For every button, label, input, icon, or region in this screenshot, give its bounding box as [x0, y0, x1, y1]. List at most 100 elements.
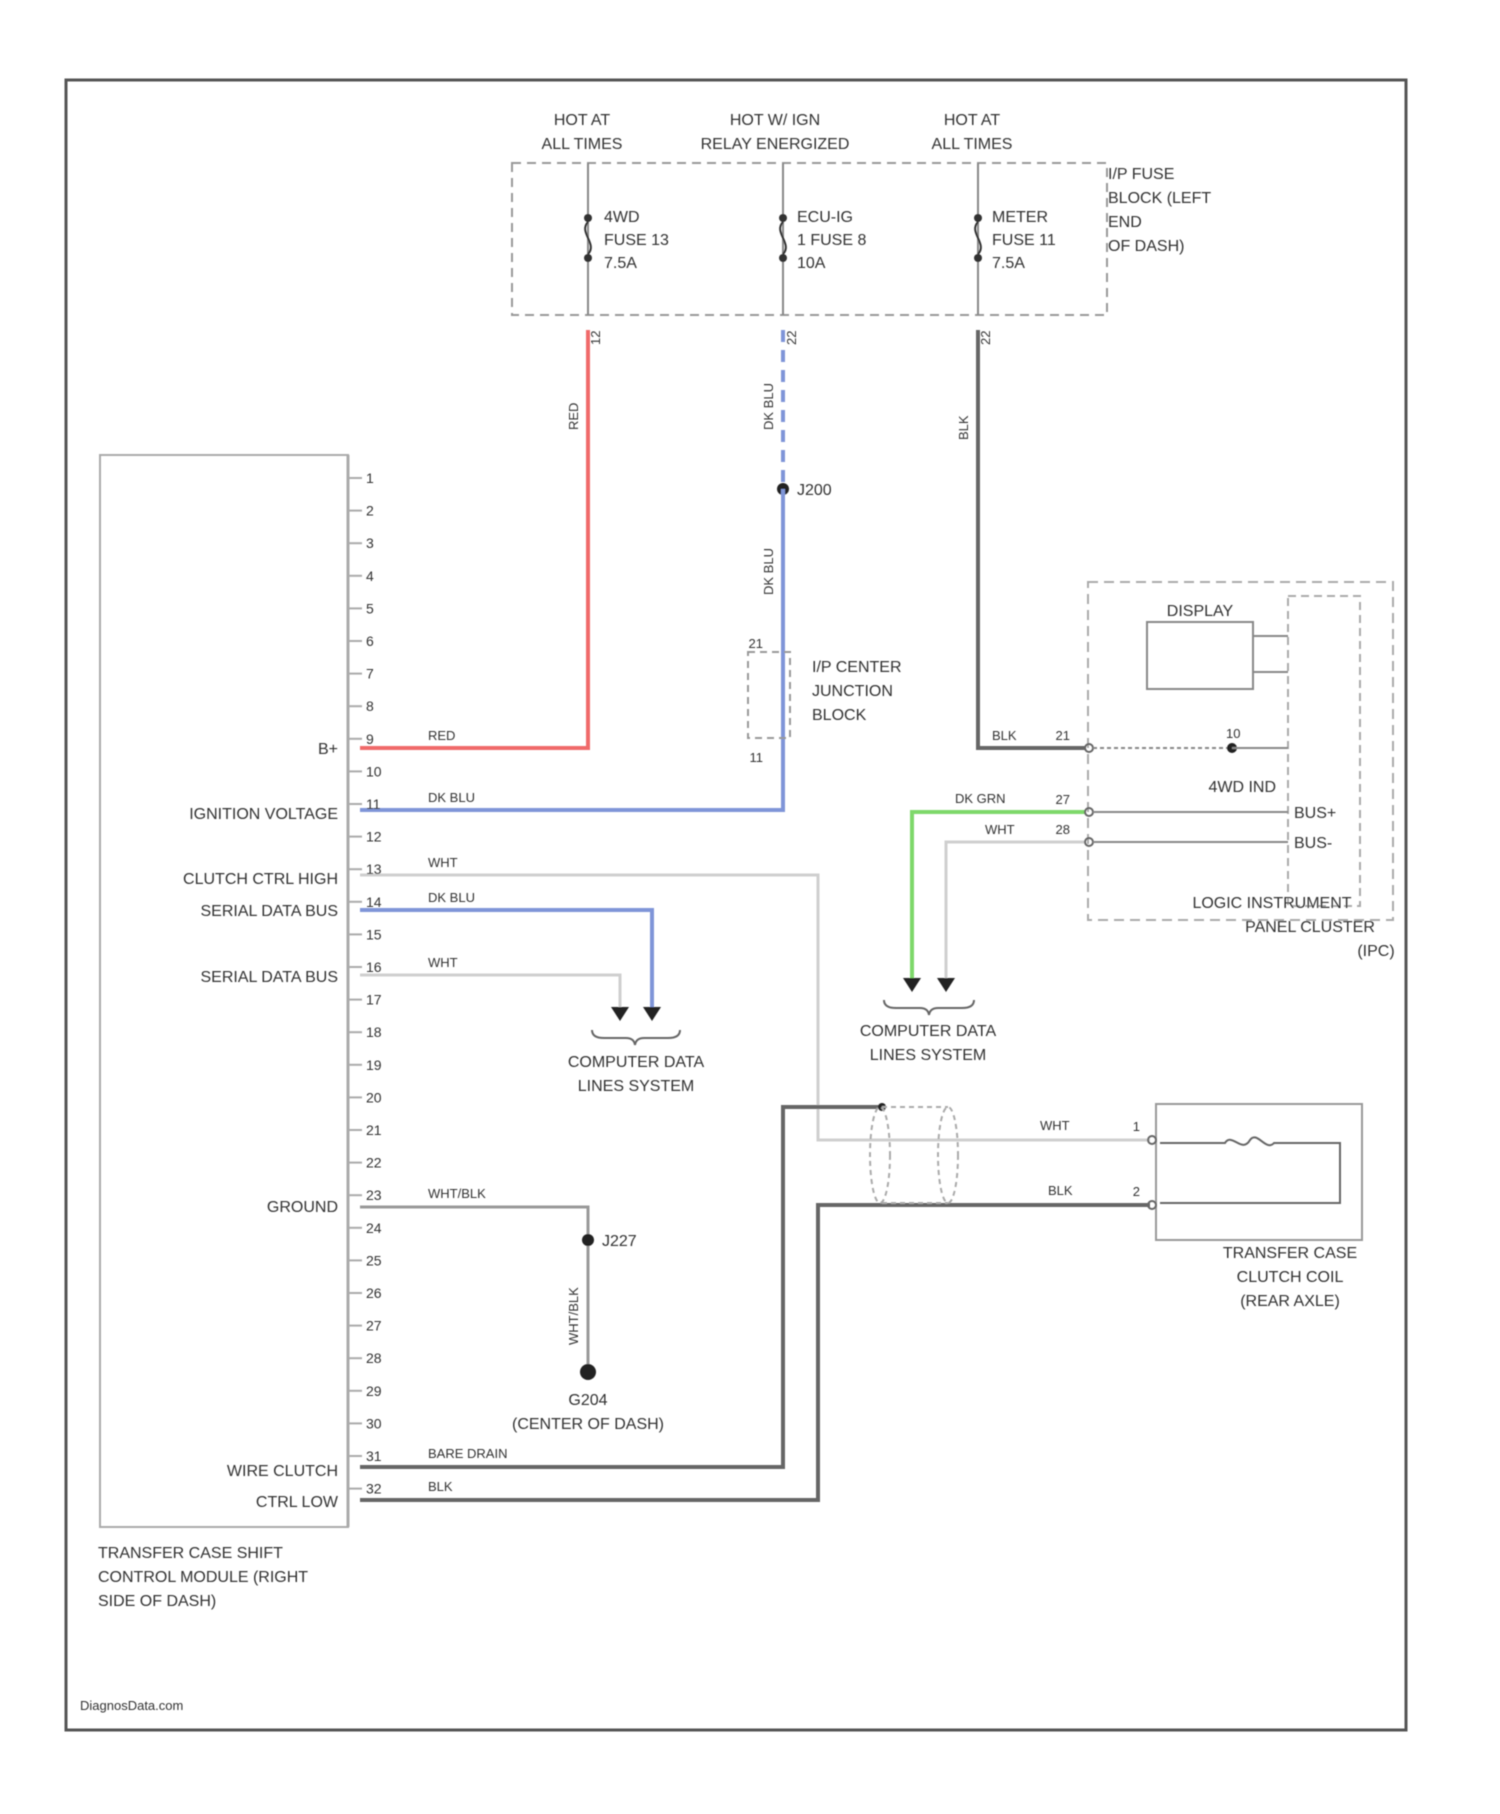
fuse-block: HOT AT ALL TIMES HOT W/ IGN RELAY ENERGI…	[512, 112, 1211, 345]
ipc-bus-plus: BUS+	[1294, 805, 1336, 822]
wire-red	[360, 330, 588, 748]
ip-center-junction-block: 21 11 I/P CENTER JUNCTION BLOCK	[748, 636, 902, 765]
wire-wht-clutch-high	[360, 875, 1150, 1140]
module-pin-21: 21	[366, 1122, 382, 1138]
clutch-coil-label-3: (REAR AXLE)	[1240, 1293, 1340, 1310]
module-fn-wire-clutch: WIRE CLUTCH	[227, 1463, 338, 1480]
fuse-meter: METER FUSE 11 7.5A 22	[974, 209, 1056, 345]
wire-dkgrn-label: DK GRN	[955, 791, 1006, 806]
fuse-header-1-line-1: HOT AT	[554, 112, 611, 129]
wire-wht-clutch-label: WHT	[428, 855, 458, 870]
fuse-header-2-line-2: RELAY ENERGIZED	[701, 136, 850, 153]
wire-blk-coil-label: BLK	[1048, 1183, 1073, 1198]
clutch-coil-outline	[1156, 1104, 1362, 1240]
fuse-header-2-line-1: HOT W/ IGN	[730, 112, 820, 129]
wire-red-label: RED	[428, 728, 455, 743]
module-pin-list: 1234567891011121314151617181920212223242…	[348, 470, 382, 1497]
wire-blk-ipc-label: BLK	[992, 728, 1017, 743]
clutch-coil-pin-2: 2	[1133, 1184, 1140, 1199]
module-pin-24: 24	[366, 1220, 382, 1236]
junction-label-3: BLOCK	[812, 707, 867, 724]
clutch-coil-label-1: TRANSFER CASE	[1223, 1245, 1357, 1262]
module-pin-17: 17	[366, 992, 382, 1008]
module-fn-ignition: IGNITION VOLTAGE	[189, 806, 338, 823]
module-label-1: TRANSFER CASE SHIFT	[98, 1545, 283, 1562]
wire-bare-drain	[360, 1107, 882, 1467]
module-body	[100, 455, 348, 1527]
fuse-4wd: 4WD FUSE 13 7.5A 12	[584, 209, 669, 345]
module-pin-5: 5	[366, 600, 374, 616]
module-pin-4: 4	[366, 568, 374, 584]
ipc-label-2: PANEL CLUSTER	[1245, 919, 1375, 936]
module-pin-29: 29	[366, 1383, 382, 1399]
ipc-inner-outline	[1288, 596, 1360, 906]
fuse-1-line-3: 7.5A	[604, 255, 637, 272]
splice-j200-label: J200	[797, 482, 832, 499]
ground-g204	[580, 1364, 596, 1380]
wire-bare-drain-label: BARE DRAIN	[428, 1446, 507, 1461]
ipc-bus-minus: BUS-	[1294, 835, 1332, 852]
wire-wht-coil-label: WHT	[1040, 1118, 1070, 1133]
module-pin-20: 20	[366, 1089, 382, 1105]
wire-wht-blk-ground	[360, 1207, 588, 1372]
wire-blk-vertical-label: BLK	[956, 415, 971, 440]
wire-wht-blk-vertical-label: WHT/BLK	[566, 1287, 581, 1345]
cdl-left-brace	[592, 1030, 680, 1045]
module-fn-ground: GROUND	[267, 1199, 338, 1216]
module-fn-serial-2: SERIAL DATA BUS	[200, 969, 338, 986]
shielded-pair-symbol	[870, 1107, 958, 1203]
module-pin-6: 6	[366, 633, 374, 649]
ipc-pin-21: 21	[1056, 728, 1070, 743]
ipc-display-box	[1147, 622, 1253, 689]
module-pin-22: 22	[366, 1155, 382, 1171]
cdl-left-label-2: LINES SYSTEM	[578, 1078, 694, 1095]
module-pin-32: 32	[366, 1481, 382, 1497]
transfer-case-clutch-coil: 1 2 TRANSFER CASE CLUTCH COIL (REAR AXLE…	[1133, 1104, 1362, 1310]
clutch-coil-winding	[1160, 1137, 1340, 1203]
ground-g204-label-2: (CENTER OF DASH)	[512, 1416, 664, 1433]
cdl-left-label-1: COMPUTER DATA	[568, 1054, 705, 1071]
wire-wht-ipc	[946, 842, 1085, 978]
module-pin-30: 30	[366, 1415, 382, 1431]
cdl-left-arrow-1	[611, 1007, 629, 1021]
module-pin-9: 9	[366, 731, 374, 747]
clutch-coil-pin-1: 1	[1133, 1119, 1140, 1134]
fuse-header-3-line-1: HOT AT	[944, 112, 1001, 129]
cdl-right-label-2: LINES SYSTEM	[870, 1047, 986, 1064]
module-pin-19: 19	[366, 1057, 382, 1073]
module-pin-13: 13	[366, 861, 382, 877]
ipc-4wd-indicator-label: 4WD IND	[1208, 779, 1276, 796]
ipc-indicator-pin: 10	[1226, 726, 1240, 741]
transfer-case-shift-control-module: 1234567891011121314151617181920212223242…	[98, 455, 382, 1610]
module-pin-2: 2	[366, 503, 374, 519]
fuse-3-line-3: 7.5A	[992, 255, 1025, 272]
wire-dkblu-ign-label: DK BLU	[428, 790, 475, 805]
splice-j227-label: J227	[602, 1233, 637, 1250]
module-pin-10: 10	[366, 763, 382, 779]
module-fn-serial-1: SERIAL DATA BUS	[200, 903, 338, 920]
fuse-block-label-4: OF DASH)	[1108, 238, 1184, 255]
module-pin-23: 23	[366, 1187, 382, 1203]
fuse-3-line-1: METER	[992, 209, 1048, 226]
junction-label-2: JUNCTION	[812, 683, 893, 700]
wire-dkblu-upper-label: DK BLU	[761, 383, 776, 430]
fuse-1-line-1: 4WD	[604, 209, 640, 226]
wire-wht-serial	[360, 975, 620, 1007]
module-pin-1: 1	[366, 470, 374, 486]
ipc-label-3: (IPC)	[1357, 943, 1394, 960]
module-fn-b-plus: B+	[318, 741, 338, 758]
ipc-pin-28: 28	[1056, 822, 1070, 837]
fuse-block-label-3: END	[1108, 214, 1142, 231]
wire-blk-ipc	[978, 330, 1085, 748]
splice-j227	[582, 1234, 594, 1246]
module-pin-26: 26	[366, 1285, 382, 1301]
fuse-block-label-2: BLOCK (LEFT	[1108, 190, 1211, 207]
module-fn-ctrl-low: CTRL LOW	[256, 1494, 339, 1511]
fuse-2-line-3: 10A	[797, 255, 826, 272]
clutch-coil-label-2: CLUTCH COIL	[1237, 1269, 1344, 1286]
fuse-header-3-line-2: ALL TIMES	[932, 136, 1013, 153]
wire-blk-ctrl-low-label: BLK	[428, 1479, 453, 1494]
module-pin-3: 3	[366, 535, 374, 551]
wire-wht-blk-label: WHT/BLK	[428, 1186, 486, 1201]
